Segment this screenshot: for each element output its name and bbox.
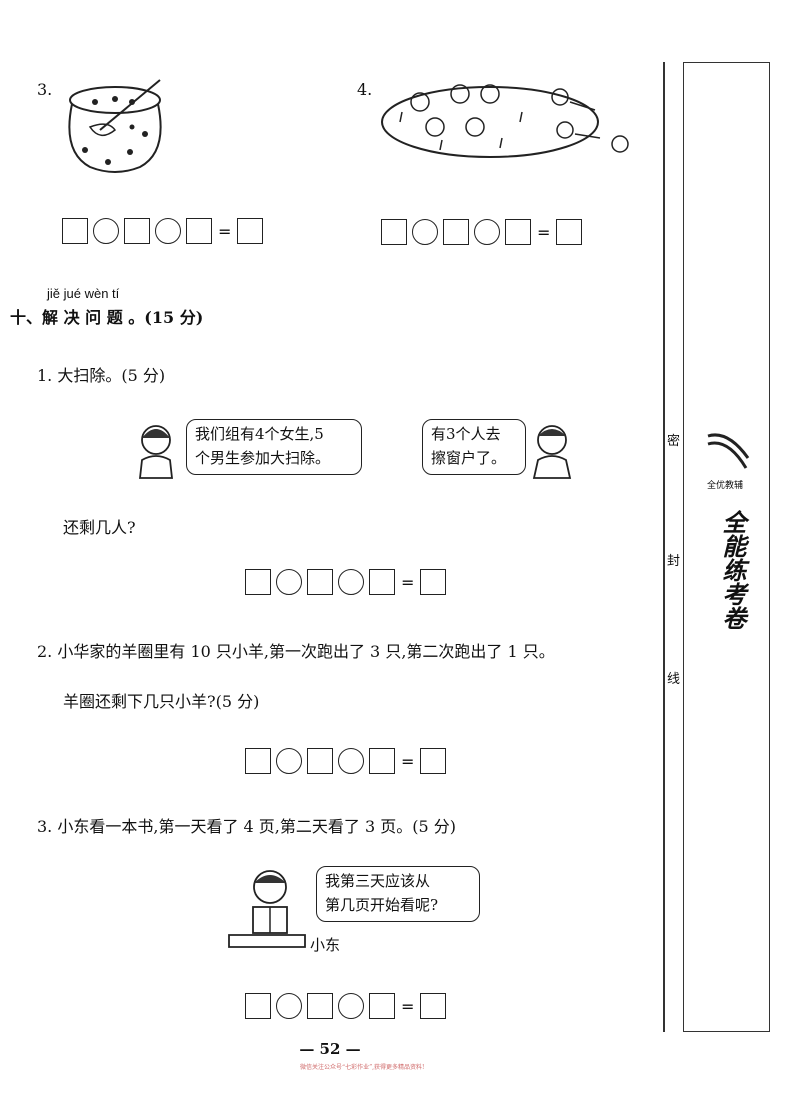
answer-box[interactable] (245, 569, 271, 595)
operator-circle[interactable] (338, 993, 364, 1019)
seal-char-xian: 线 (667, 672, 681, 687)
equation-problem-2: = (245, 748, 447, 774)
answer-box[interactable] (369, 569, 395, 595)
seal-char-mi: 密 (667, 434, 681, 449)
speech-bubble-boy: 有3个人去 擦窗户了。 (422, 419, 526, 475)
equals-sign: = (401, 996, 415, 1016)
seal-char-feng: 封 (667, 554, 681, 569)
character-name-label: 小东 (310, 936, 341, 954)
question-4-number: 4. (357, 80, 373, 99)
brand-logo-icon (707, 433, 750, 469)
result-box[interactable] (420, 993, 447, 1019)
answer-box[interactable] (369, 993, 395, 1019)
answer-box[interactable] (369, 748, 395, 774)
operator-circle[interactable] (474, 219, 500, 245)
operator-circle[interactable] (338, 569, 364, 595)
operator-circle[interactable] (276, 993, 302, 1019)
answer-box[interactable] (443, 219, 469, 245)
answer-box[interactable] (307, 993, 333, 1019)
equation-problem-1: = (245, 569, 447, 595)
operator-circle[interactable] (155, 218, 181, 244)
equation-q4-top: = (381, 219, 583, 245)
answer-box[interactable] (62, 218, 88, 244)
answer-box[interactable] (245, 748, 271, 774)
girl-illustration (138, 425, 174, 479)
problem-2-line-2: 羊圈还剩下几只小羊?(5 分) (63, 692, 260, 711)
problem-1-question: 还剩几人? (63, 518, 136, 537)
answer-box[interactable] (124, 218, 150, 244)
answer-box[interactable] (381, 219, 407, 245)
answer-box[interactable] (186, 218, 212, 244)
operator-circle[interactable] (338, 748, 364, 774)
problem-1-text: 1. 大扫除。(5 分) (37, 366, 166, 385)
page-number: — 52 — (299, 1040, 361, 1058)
seal-line (663, 62, 665, 1032)
brand-small-text: 全优教辅 (706, 481, 743, 491)
answer-box[interactable] (307, 569, 333, 595)
section-title: 十、解 决 问 题 。(15 分) (10, 308, 204, 327)
question-3-number: 3. (37, 80, 53, 99)
fishbowl-illustration (68, 79, 162, 173)
answer-box[interactable] (505, 219, 531, 245)
result-box[interactable] (237, 218, 264, 244)
answer-box[interactable] (245, 993, 271, 1019)
section-pinyin: jiě jué wèn tí (47, 286, 120, 301)
equals-sign: = (401, 572, 415, 592)
equals-sign: = (218, 221, 232, 241)
result-box[interactable] (556, 219, 583, 245)
equals-sign: = (537, 222, 551, 242)
operator-circle[interactable] (276, 569, 302, 595)
reading-boy-illustration (228, 870, 306, 948)
problem-3-text: 3. 小东看一本书,第一天看了 4 页,第二天看了 3 页。(5 分) (37, 817, 456, 836)
boy-illustration (532, 425, 572, 479)
problem-2-line-1: 2. 小华家的羊圈里有 10 只小羊,第一次跑出了 3 只,第二次跑出了 1 只… (37, 642, 555, 661)
operator-circle[interactable] (93, 218, 119, 244)
operator-circle[interactable] (276, 748, 302, 774)
speech-bubble-girl: 我们组有4个女生,5 个男生参加大扫除。 (186, 419, 362, 475)
result-box[interactable] (420, 569, 447, 595)
margin-frame (683, 62, 770, 1032)
result-box[interactable] (420, 748, 447, 774)
equation-problem-3: = (245, 993, 447, 1019)
answer-box[interactable] (307, 748, 333, 774)
equation-q3-top: = (62, 218, 264, 244)
brand-title: 全能练考卷 (718, 510, 746, 630)
cats-meadow-illustration (381, 84, 629, 158)
footer-note: 微信关注公众号“七彩作业”,获得更多精品资料! (300, 1064, 425, 1071)
speech-bubble-xiaodong: 我第三天应该从 第几页开始看呢? (316, 866, 480, 922)
equals-sign: = (401, 751, 415, 771)
operator-circle[interactable] (412, 219, 438, 245)
